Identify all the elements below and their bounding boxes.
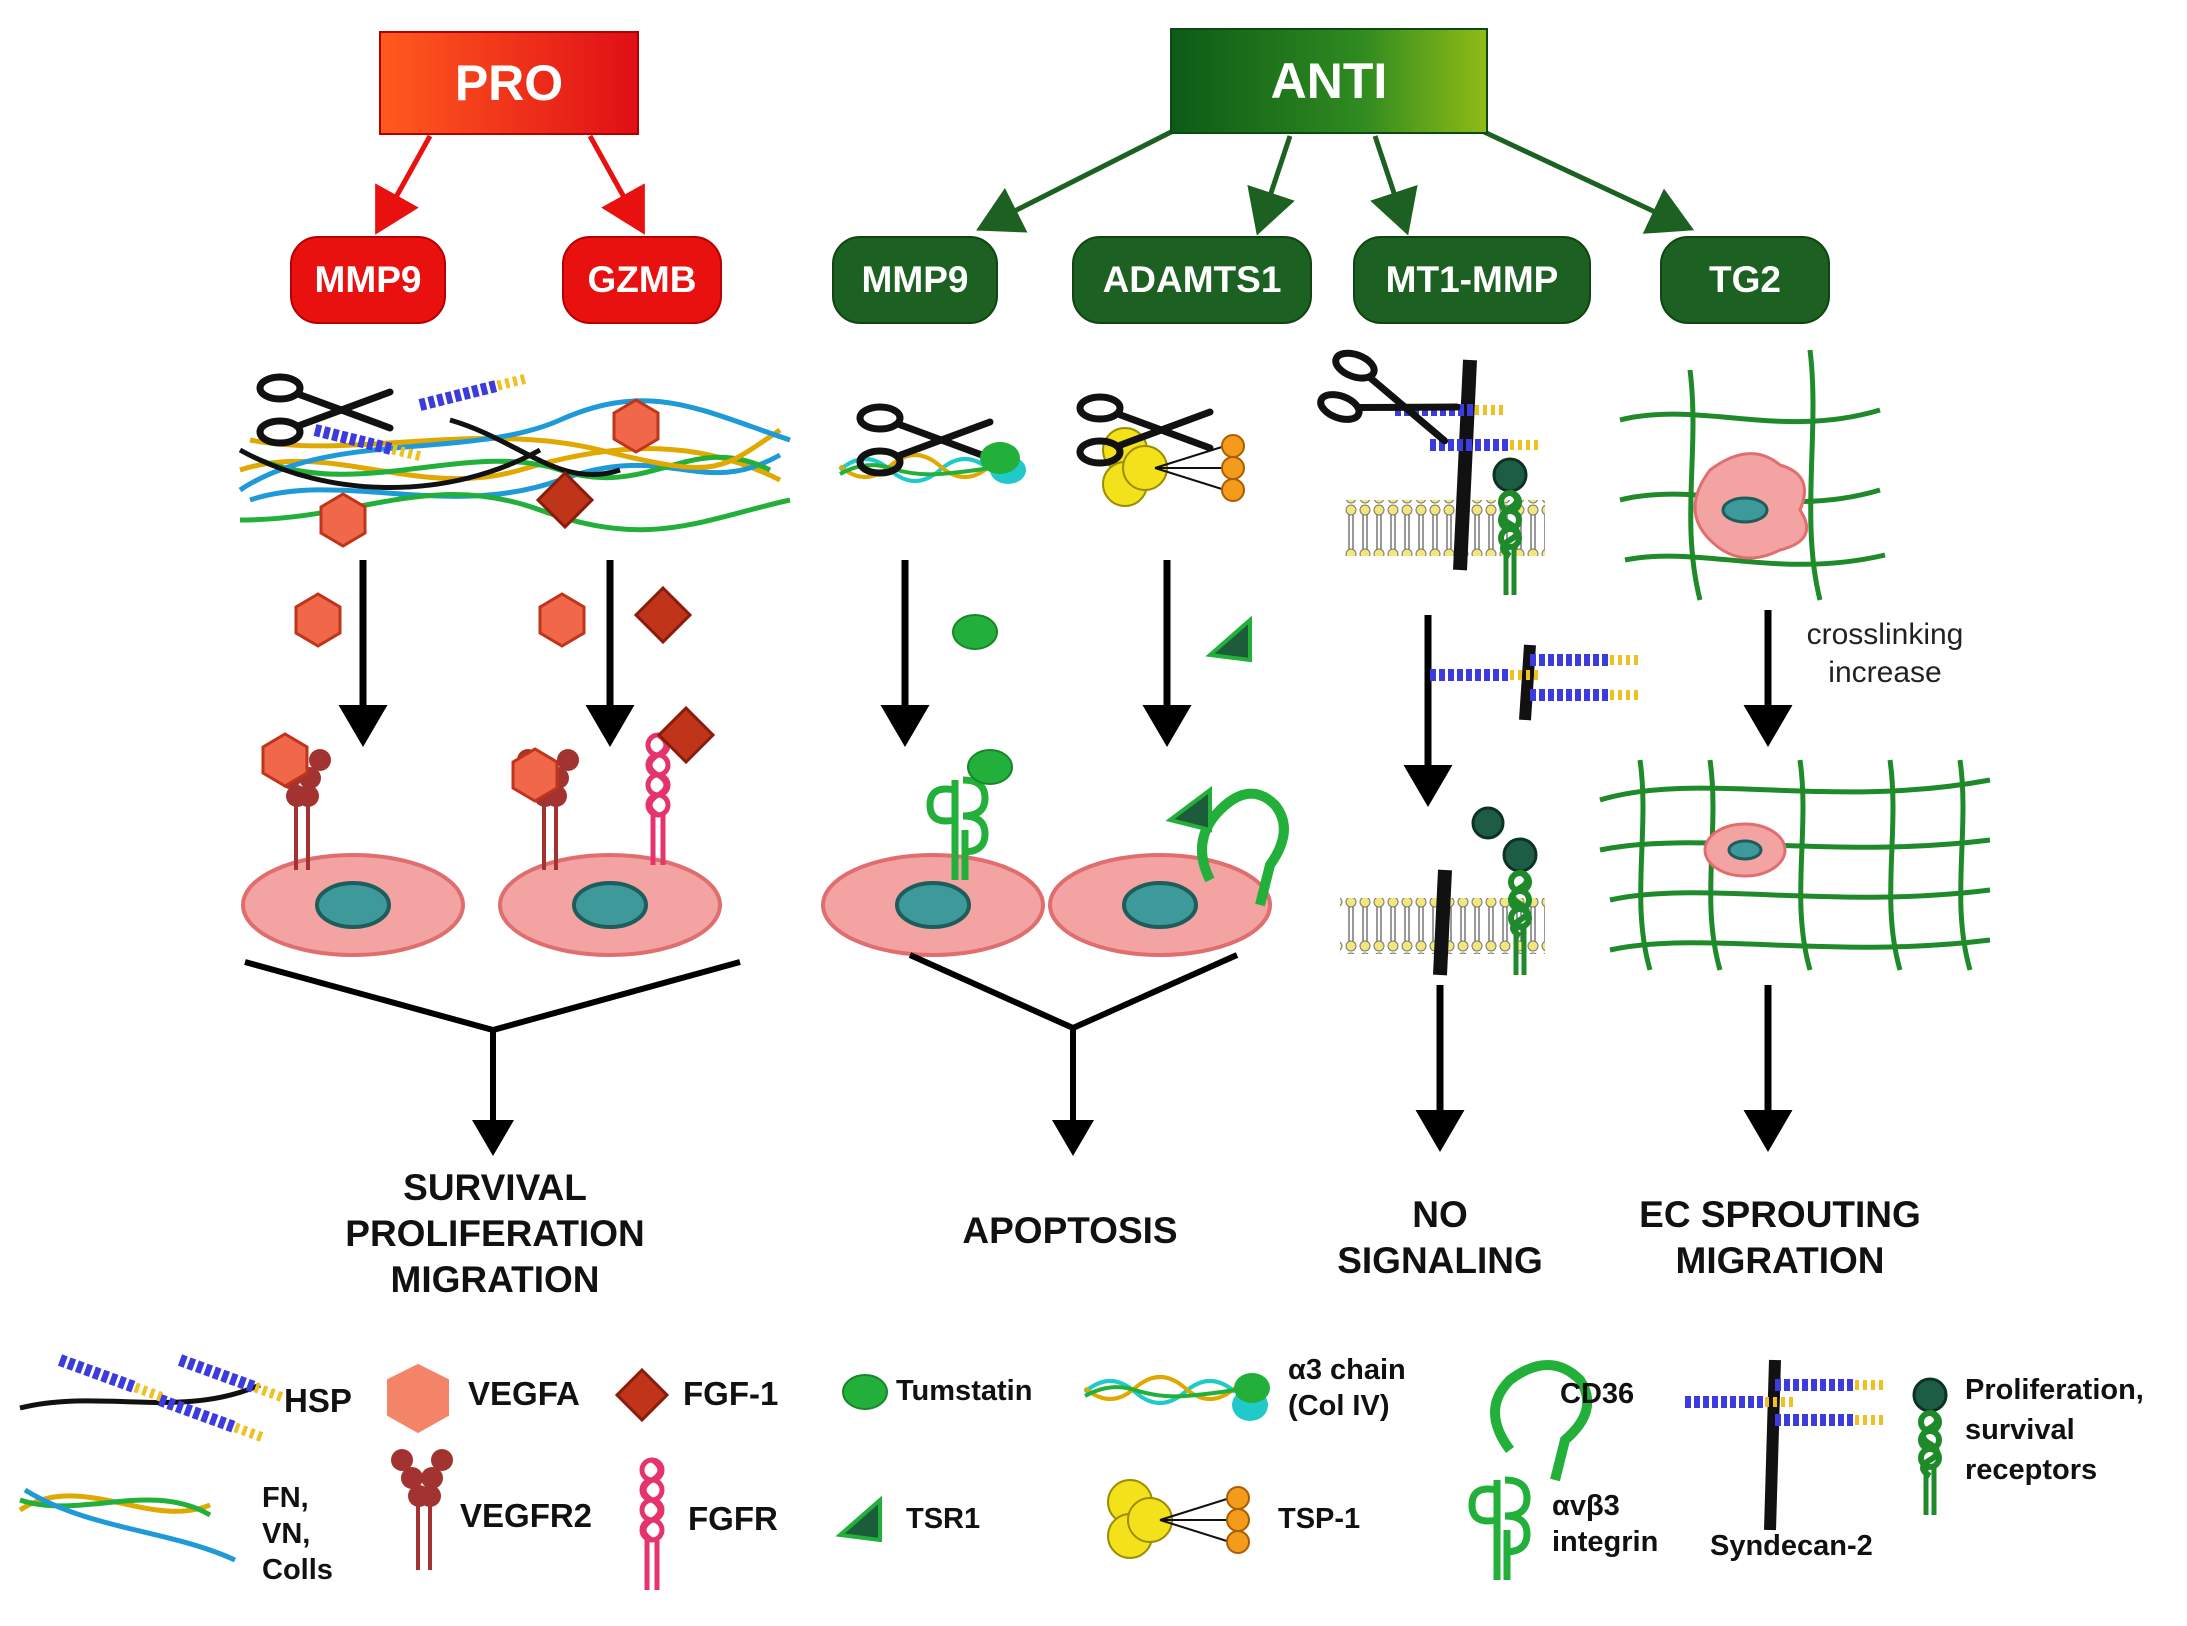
nucleus-icon: [1727, 839, 1763, 861]
pro-arrows: [375, 134, 645, 235]
fgf1-icon: [634, 586, 692, 644]
legend: [18, 1359, 1946, 1590]
tsr1-icon: [835, 1495, 882, 1543]
tumstatin-icon: [980, 442, 1020, 474]
legend-fgfr-label: FGFR: [688, 1500, 778, 1537]
tsp1-icon: [1107, 1479, 1250, 1559]
anti-header: ANTI: [1170, 28, 1488, 134]
endothelial-cell: [498, 853, 722, 957]
legend-tsp1-label: TSP-1: [1278, 1503, 1361, 1535]
ligand-icon: [1471, 806, 1505, 840]
protease-scissors-icon: [1317, 348, 1462, 454]
legend-fn-vn-colls-label: FN, VN, Colls: [262, 1482, 333, 1586]
legend-cd36-label: CD36: [1560, 1378, 1635, 1410]
legend-hsp-label: HSP: [284, 1382, 352, 1419]
pro-header: PRO: [379, 31, 639, 135]
outcome-survival: SURVIVAL PROLIFERATION MIGRATION: [345, 1167, 645, 1300]
anti-join-arrow: [908, 952, 1239, 1156]
pro-down-arrows: [338, 560, 635, 747]
legend-integrin-label: αvβ3 integrin: [1552, 1490, 1659, 1558]
vegfa-icon: [261, 732, 309, 788]
legend-receptors-label: Proliferation, survival receptors: [1965, 1374, 2144, 1486]
nucleus-icon: [1721, 496, 1769, 524]
endothelial-cell: [241, 853, 465, 957]
outcome-apoptosis: APOPTOSIS: [962, 1210, 1178, 1251]
tumstatin-icon: [967, 749, 1013, 785]
integrin-icon: [1472, 1480, 1527, 1580]
tsr1-icon: [1205, 615, 1252, 663]
anti-branch-mmp9: MMP9: [832, 236, 998, 324]
receptor-icon: [1914, 1379, 1946, 1515]
fgf1-icon: [614, 1367, 670, 1423]
vegfa-icon: [511, 747, 559, 803]
outcome-no-signaling: NO SIGNALING: [1337, 1194, 1543, 1281]
tsp1-icon: [1102, 427, 1245, 507]
anti-branch-tg2: TG2: [1660, 236, 1830, 324]
vegfa-icon: [538, 592, 586, 648]
tsr1-icon: [1165, 786, 1212, 833]
fgfr-icon: [642, 1460, 662, 1590]
legend-fgf1-label: FGF-1: [683, 1375, 779, 1412]
hsp-icon: [60, 1360, 163, 1398]
tumstatin-icon: [952, 614, 998, 650]
pro-join-arrow: [244, 959, 741, 1156]
anti-branch-adamts1: ADAMTS1: [1072, 236, 1312, 324]
anti-arrows: [976, 127, 1695, 236]
hsp-icon: [180, 1360, 283, 1398]
tg2-matrix-dense: [1599, 759, 1991, 971]
vegfr2-icon: [389, 1447, 455, 1572]
legend-tsr1-label: TSR1: [906, 1503, 981, 1535]
syndecan2-icon: [1764, 1359, 1781, 1531]
outcome-sprouting: EC SPROUTING MIGRATION: [1639, 1194, 1921, 1281]
endothelial-cell: [1048, 853, 1272, 957]
alpha3-chain-icon: [1083, 1375, 1237, 1405]
vegfa-icon: [294, 592, 342, 648]
legend-tumstatin-label: Tumstatin: [896, 1375, 1033, 1407]
vegfa-icon: [612, 398, 660, 454]
cd36-icon: [1490, 1360, 1593, 1482]
endothelial-cell: [821, 853, 1045, 957]
hsp-icon: [160, 1400, 263, 1438]
tumstatin-icon: [1234, 1373, 1270, 1403]
tumstatin-icon: [842, 1374, 888, 1410]
legend-a3-chain-label: α3 chain (Col IV): [1288, 1354, 1406, 1422]
pro-branch-gzmb: GZMB: [562, 236, 722, 324]
fgf1-icon: [536, 471, 594, 529]
syndecan2-icon: [1519, 644, 1536, 721]
vegfa-icon: [387, 1363, 449, 1434]
syndecan2-icon: [1433, 869, 1452, 976]
syndecan2-icon: [1453, 359, 1477, 571]
legend-vegfa-label: VEGFA: [468, 1375, 580, 1412]
crosslinking-note: crosslinking increase: [1806, 618, 1964, 689]
vegfa-icon: [319, 492, 367, 548]
anti-branch-mt1-mmp: MT1-MMP: [1353, 236, 1591, 324]
fgfr-icon: [648, 735, 668, 865]
legend-vegfr2-label: VEGFR2: [460, 1497, 593, 1534]
legend-syndecan2-label: Syndecan-2: [1710, 1530, 1873, 1562]
pro-ecm-fibers: [238, 398, 791, 533]
hsp-icon: [420, 378, 527, 405]
pro-branch-mmp9: MMP9: [290, 236, 446, 324]
cd36-icon: [1197, 788, 1289, 907]
fgf1-icon: [657, 706, 715, 764]
